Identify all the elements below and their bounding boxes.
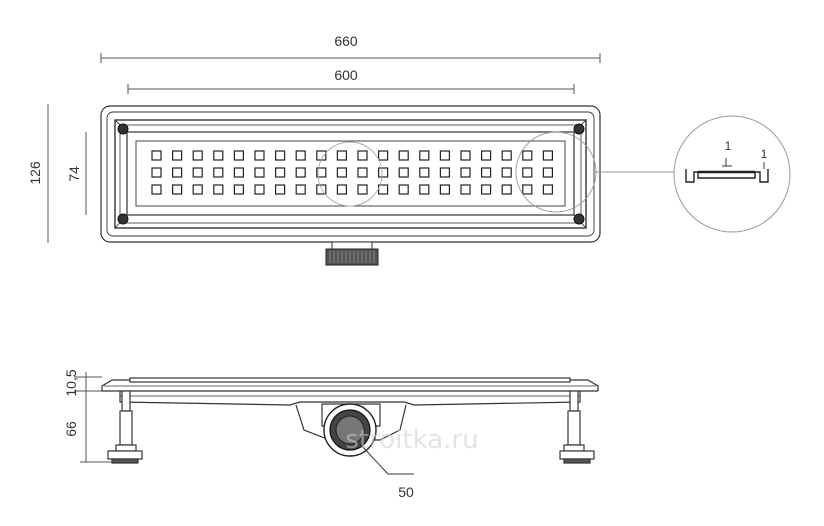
- grate-hole: [419, 150, 430, 161]
- grate-hole: [357, 184, 368, 195]
- grate-hole: [233, 184, 244, 195]
- detail-thickness-label: 1: [725, 139, 732, 153]
- outlet-diameter-leader: [359, 443, 389, 475]
- grate-hole: [419, 167, 430, 178]
- grate-hole: [501, 184, 512, 195]
- watermark: stroitka.ru: [345, 425, 478, 455]
- grate-hole: [254, 184, 265, 195]
- grate-hole: [213, 167, 224, 178]
- dimension-126-label: 126: [27, 161, 43, 185]
- grate-hole: [295, 184, 306, 195]
- dimension-10-5: [74, 372, 112, 392]
- screw-bottom-left: [117, 213, 129, 225]
- outlet-diameter-label: 50: [398, 484, 414, 500]
- detail-circle: [673, 115, 791, 233]
- grate-hole: [336, 167, 347, 178]
- grate-hole: [501, 150, 512, 161]
- left-leg: [107, 390, 143, 464]
- grate-hole: [522, 184, 533, 195]
- grate-hole: [542, 150, 554, 161]
- center-outlet-hint: [317, 141, 383, 207]
- grate-hole: [316, 150, 327, 161]
- outlet-pipe-side-view: [323, 403, 377, 457]
- grate-hole: [151, 184, 162, 195]
- grate-hole: [439, 150, 450, 161]
- grate-hole: [192, 150, 203, 161]
- drain-body: [100, 105, 601, 243]
- grate-hole: [398, 150, 409, 161]
- grate-hole: [254, 167, 265, 178]
- screw-bottom-right: [573, 213, 585, 225]
- grate-hole: [378, 184, 389, 195]
- dimension-660-label: 660: [334, 33, 358, 49]
- grate-hole: [542, 167, 554, 178]
- outlet-pipe-top-view: [325, 241, 379, 266]
- grate-hole: [378, 167, 389, 178]
- detail-view: 1 1: [594, 115, 791, 233]
- dimension-600-label: 600: [334, 67, 358, 83]
- dimension-660: [100, 53, 601, 63]
- grate-hole: [316, 167, 327, 178]
- grate-hole: [275, 150, 286, 161]
- dimension-10-5-label: 10,5: [63, 369, 79, 396]
- corner-screws: [117, 123, 585, 225]
- grate-hole: [481, 184, 492, 195]
- grate-hole: [522, 150, 533, 161]
- grate-hole: [398, 167, 409, 178]
- grate-hole: [542, 184, 554, 195]
- grate-hole: [295, 167, 306, 178]
- grate-hole: [316, 184, 327, 195]
- channel-profile: [101, 377, 599, 406]
- grate-hole: [460, 150, 471, 161]
- grate-hole: [357, 167, 368, 178]
- grate-hole: [275, 167, 286, 178]
- grate-hole: [501, 167, 512, 178]
- grate-hole: [336, 150, 347, 161]
- grate-hole: [522, 167, 533, 178]
- grate-hole: [172, 150, 183, 161]
- grate-hole: [151, 167, 162, 178]
- grate-hole: [439, 167, 450, 178]
- grate-hole: [481, 150, 492, 161]
- grate-hole: [460, 184, 471, 195]
- detail-marker-circle: [515, 131, 597, 213]
- grate-hole: [460, 167, 471, 178]
- grate-hole: [357, 150, 368, 161]
- grate-hole: [254, 150, 265, 161]
- grate-hole: [192, 167, 203, 178]
- grate-hole: [336, 184, 347, 195]
- grate-holes: [151, 150, 554, 195]
- right-leg: [559, 390, 595, 464]
- grate-hole: [213, 150, 224, 161]
- grate-hole: [378, 150, 389, 161]
- detail-profile: [685, 158, 769, 183]
- grate-hole: [192, 184, 203, 195]
- detail-gap-label: 1: [761, 147, 768, 161]
- top-view: 660 600 126 74: [27, 33, 601, 266]
- side-view: 10,5 66: [63, 369, 599, 500]
- dimension-74-label: 74: [66, 166, 82, 182]
- grate-hole: [481, 167, 492, 178]
- grate-hole: [275, 184, 286, 195]
- grate-hole: [172, 184, 183, 195]
- grate-hole: [233, 167, 244, 178]
- dimension-66: [80, 391, 112, 463]
- dimension-600: [127, 84, 575, 94]
- grate-hole: [398, 184, 409, 195]
- screw-top-left: [117, 123, 129, 135]
- grate-hole: [419, 184, 430, 195]
- screw-top-right: [573, 123, 585, 135]
- grate-hole: [439, 184, 450, 195]
- grate-hole: [213, 184, 224, 195]
- dimension-66-label: 66: [63, 421, 79, 437]
- grate-hole: [295, 150, 306, 161]
- grate-hole: [151, 150, 162, 161]
- grate-hole: [233, 150, 244, 161]
- grate-hole: [172, 167, 183, 178]
